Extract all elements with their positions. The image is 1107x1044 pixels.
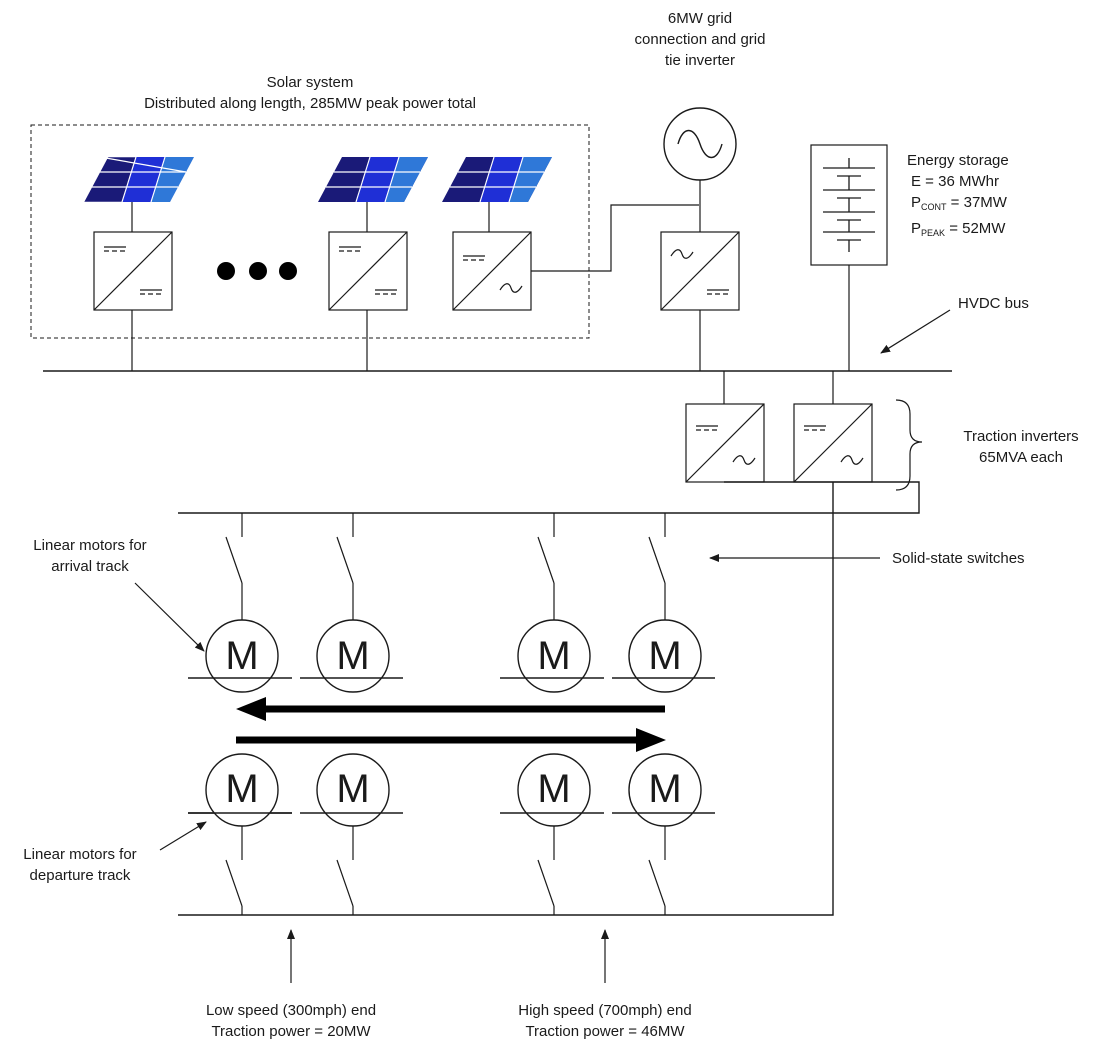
low-speed-label: Low speed (300mph) end Traction power = …: [151, 1000, 431, 1042]
departure-motor-4-letter: M: [648, 767, 682, 811]
sine-wave-icon: [677, 129, 723, 159]
energy-storage-battery-icon: [810, 144, 888, 266]
solar-panel-3-icon: [442, 156, 552, 203]
arrival-feeder-bus: [178, 481, 920, 514]
grid-tie-inverter-icon: [660, 231, 740, 311]
traction-label-line2: 65MVA each: [979, 449, 1063, 466]
arrival-motor-4-letter: M: [648, 634, 682, 678]
arrival-switches: [225, 513, 666, 628]
grid-connection-label: 6MW grid connection and grid tie inverte…: [610, 8, 790, 71]
dc-dc-converter-1-icon: [93, 231, 173, 311]
departure-motor-3-letter: M: [537, 767, 571, 811]
ellipsis-dot-1: [217, 262, 235, 280]
arrival-motor-3-icon: [500, 619, 604, 693]
dc-ac-converter-solar-icon: [452, 231, 532, 311]
departure-motor-2-icon: [300, 753, 403, 827]
arrival-motor-2-letter: M: [336, 634, 370, 678]
dc-dc-converter-2-icon: [328, 231, 408, 311]
arrival-motors-label: Linear motors for arrival track: [5, 535, 175, 577]
arrival-motors-arrow: [134, 582, 205, 652]
high-speed-line2: Traction power = 46MW: [525, 1023, 685, 1040]
departure-switches: [225, 826, 666, 915]
grid-label-line1: 6MW grid: [667, 10, 733, 27]
hvdc-bus-arrow: [880, 309, 951, 354]
storage-energy: E = 36 MWhr: [911, 173, 999, 190]
energy-storage-label: Energy storage E = 36 MWhr PCONT = 37MW …: [907, 150, 1009, 244]
departure-motors-label: Linear motors for departure track: [0, 844, 160, 886]
hvdc-bus-label: HVDC bus: [958, 295, 1029, 312]
arrival-motor-3-letter: M: [537, 634, 571, 678]
solar-title-line2: Distributed along length, 285MW peak pow…: [144, 95, 476, 112]
departure-label-line1: Linear motors for: [23, 846, 137, 863]
solar-wiring: [131, 202, 699, 371]
arrival-motor-4-icon: [612, 619, 715, 693]
ellipsis-dot-3: [279, 262, 297, 280]
solar-title-line1: Solar system: [266, 74, 354, 91]
traction-label-line1: Traction inverters: [963, 428, 1079, 445]
solar-panel-2-icon: [318, 156, 428, 203]
arrival-label-line2: arrival track: [51, 558, 129, 575]
departure-motor-2-letter: M: [336, 767, 370, 811]
traction-inverters-brace: [895, 399, 923, 491]
departure-motor-1-icon: [188, 753, 292, 827]
grid-label-line3: tie inverter: [664, 52, 736, 69]
solar-system-title: Solar system Distributed along length, 2…: [110, 72, 510, 114]
arrival-label-line1: Linear motors for: [33, 537, 147, 554]
low-speed-line2: Traction power = 20MW: [211, 1023, 371, 1040]
solid-state-switches-label: Solid-state switches: [892, 550, 1025, 567]
departure-motor-1-letter: M: [225, 767, 259, 811]
storage-p-peak: PPEAK = 52MW: [911, 220, 1006, 238]
traction-inverter-1-icon: [685, 403, 765, 483]
solar-system-boundary: [30, 124, 590, 339]
arrival-motor-2-icon: [300, 619, 403, 693]
storage-p-cont: PCONT = 37MW: [911, 194, 1007, 212]
low-speed-line1: Low speed (300mph) end: [205, 1002, 377, 1019]
arrival-direction-arrow: [236, 697, 665, 721]
departure-motors-arrow: [159, 821, 207, 851]
high-speed-line1: High speed (700mph) end: [518, 1002, 692, 1019]
departure-direction-arrow: [236, 728, 666, 752]
high-speed-label: High speed (700mph) end Traction power =…: [465, 1000, 745, 1042]
departure-label-line2: departure track: [29, 867, 131, 884]
traction-inverter-2-icon: [793, 403, 873, 483]
arrival-motor-1-icon: [188, 619, 292, 693]
departure-feeder-bus: [178, 482, 834, 916]
ellipsis-dot-2: [249, 262, 267, 280]
grid-label-line2: connection and grid: [634, 31, 766, 48]
storage-title: Energy storage: [907, 152, 1009, 169]
traction-inverters-label: Traction inverters 65MVA each: [935, 426, 1107, 468]
arrival-motor-1-letter: M: [225, 634, 259, 678]
solar-panel-1-icon: [83, 156, 195, 203]
